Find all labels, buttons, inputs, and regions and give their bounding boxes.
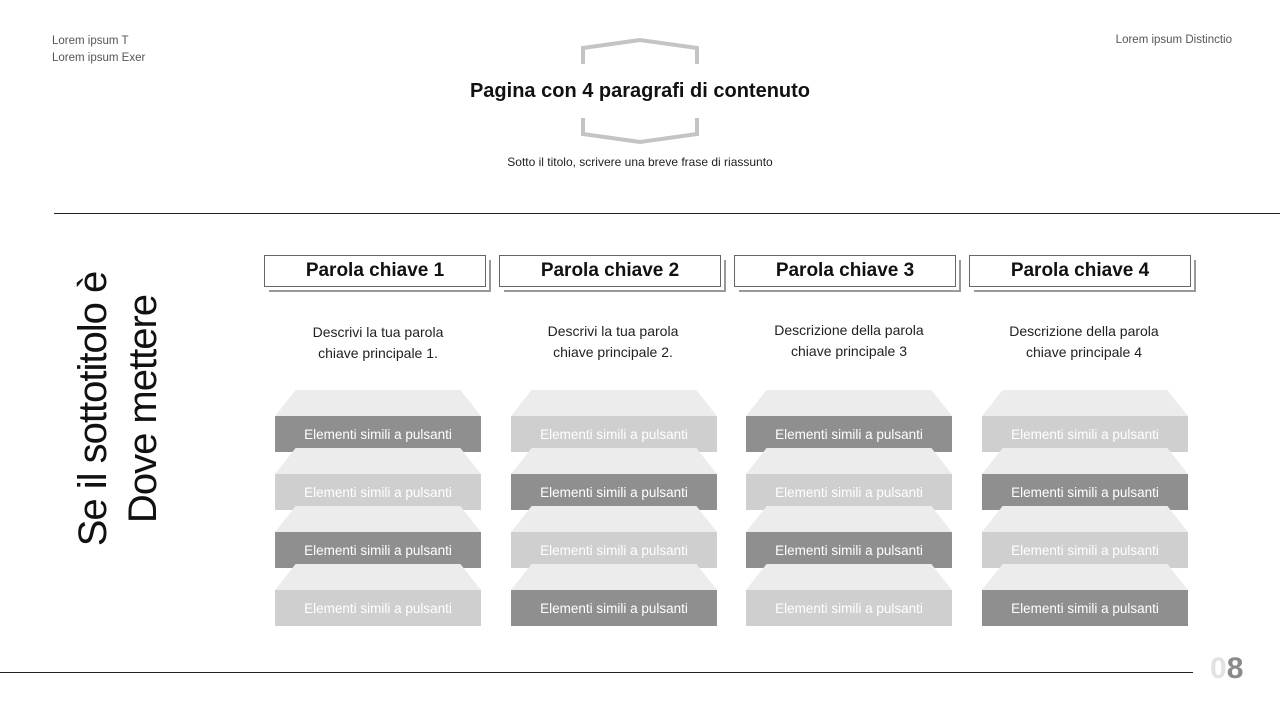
pill-button[interactable]: Elementi simili a pulsanti bbox=[511, 532, 717, 568]
description-line: chiave principale 3 bbox=[791, 343, 907, 359]
pill-button[interactable]: Elementi simili a pulsanti bbox=[275, 532, 481, 568]
vertical-subtitle-line-2: Dove mettere bbox=[121, 294, 165, 524]
pill-button[interactable]: Elementi simili a pulsanti bbox=[275, 474, 481, 510]
keyword-description-4: Descrizione della parola chiave principa… bbox=[969, 321, 1199, 363]
top-divider bbox=[54, 213, 1280, 214]
button-stack-3: Elementi simili a pulsanti Elementi simi… bbox=[746, 390, 952, 626]
description-line: Descrizione della parola bbox=[774, 322, 924, 338]
pill-button[interactable]: Elementi simili a pulsanti bbox=[982, 590, 1188, 626]
top-right-note: Lorem ipsum Distinctio bbox=[1115, 34, 1232, 46]
hexagon-bottom-decoration bbox=[581, 118, 699, 144]
keyword-description-1: Descrivi la tua parola chiave principale… bbox=[263, 322, 493, 364]
button-stack-4: Elementi simili a pulsanti Elementi simi… bbox=[982, 390, 1188, 626]
vertical-subtitle: Se il sottotitolo è Dove mettere bbox=[68, 248, 168, 570]
pill-button[interactable]: Elementi simili a pulsanti bbox=[275, 590, 481, 626]
description-line: Descrivi la tua parola bbox=[312, 324, 444, 340]
description-line: chiave principale 1. bbox=[318, 345, 438, 361]
pill-button[interactable]: Elementi simili a pulsanti bbox=[746, 416, 952, 452]
pill-button[interactable]: Elementi simili a pulsanti bbox=[275, 416, 481, 452]
button-stack-1: Elementi simili a pulsanti Elementi simi… bbox=[275, 390, 481, 626]
pill-button[interactable]: Elementi simili a pulsanti bbox=[982, 416, 1188, 452]
description-line: chiave principale 2. bbox=[553, 344, 673, 360]
hexagon-top-decoration bbox=[581, 38, 699, 64]
pill-button[interactable]: Elementi simili a pulsanti bbox=[746, 474, 952, 510]
description-line: Descrivi la tua parola bbox=[547, 323, 679, 339]
page-number: 08 bbox=[1210, 652, 1243, 686]
vertical-subtitle-line-1: Se il sottotitolo è bbox=[71, 271, 115, 547]
pill-button[interactable]: Elementi simili a pulsanti bbox=[746, 532, 952, 568]
description-line: chiave principale 4 bbox=[1026, 344, 1142, 360]
page-number-digit-2: 8 bbox=[1226, 652, 1244, 685]
top-left-note: Lorem ipsum T Lorem ipsum Exer bbox=[52, 33, 145, 67]
pill-button[interactable]: Elementi simili a pulsanti bbox=[982, 532, 1188, 568]
page-number-digit-1: 0 bbox=[1210, 652, 1227, 685]
pill-button[interactable]: Elementi simili a pulsanti bbox=[511, 474, 717, 510]
keyword-box-3: Parola chiave 3 bbox=[734, 255, 956, 287]
bottom-divider bbox=[0, 672, 1193, 673]
keyword-box-2: Parola chiave 2 bbox=[499, 255, 721, 287]
button-stack-2: Elementi simili a pulsanti Elementi simi… bbox=[511, 390, 717, 626]
top-left-line-1: Lorem ipsum T bbox=[52, 35, 129, 47]
keyword-description-2: Descrivi la tua parola chiave principale… bbox=[498, 321, 728, 363]
page-summary: Sotto il titolo, scrivere una breve fras… bbox=[507, 155, 773, 169]
pill-button[interactable]: Elementi simili a pulsanti bbox=[746, 590, 952, 626]
pill-button[interactable]: Elementi simili a pulsanti bbox=[511, 590, 717, 626]
keyword-box-1: Parola chiave 1 bbox=[264, 255, 486, 287]
top-left-line-2: Lorem ipsum Exer bbox=[52, 52, 146, 64]
pill-button[interactable]: Elementi simili a pulsanti bbox=[511, 416, 717, 452]
keyword-box-4: Parola chiave 4 bbox=[969, 255, 1191, 287]
page-title: Pagina con 4 paragrafi di contenuto bbox=[469, 80, 811, 102]
description-line: Descrizione della parola bbox=[1009, 323, 1159, 339]
pill-button[interactable]: Elementi simili a pulsanti bbox=[982, 474, 1188, 510]
keyword-description-3: Descrizione della parola chiave principa… bbox=[734, 320, 964, 362]
